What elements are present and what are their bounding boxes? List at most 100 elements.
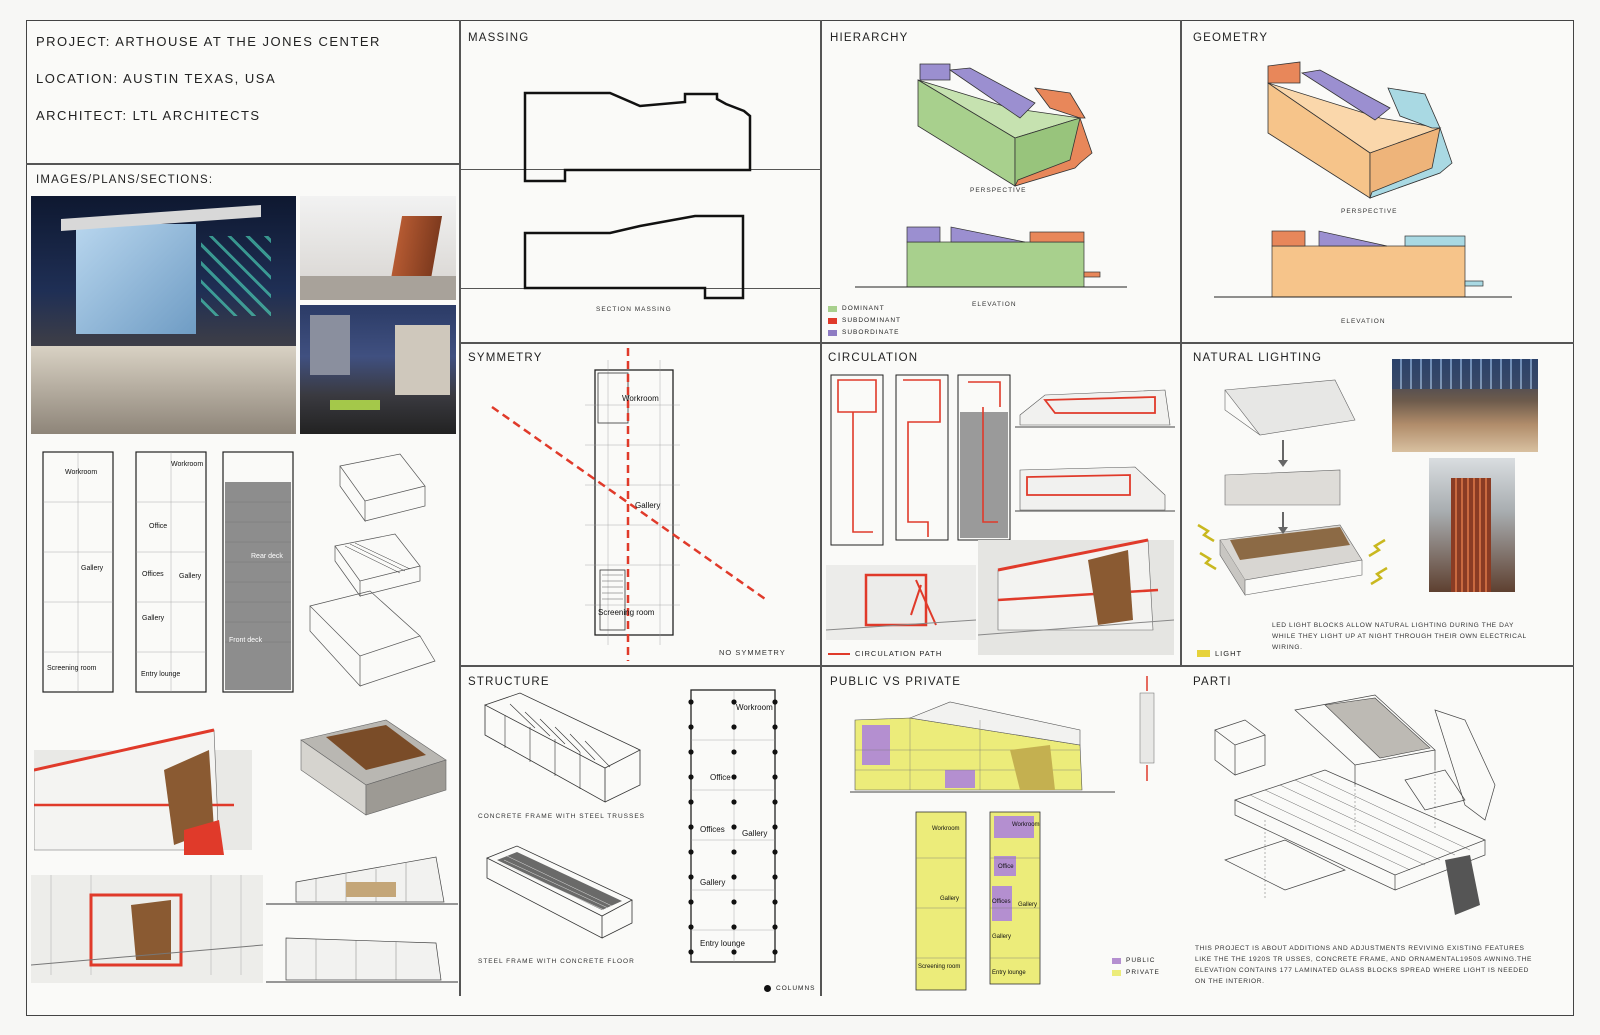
night-facade-photo (31, 196, 296, 434)
structure-axon-steel (486, 845, 633, 939)
column-dot (772, 949, 778, 955)
divider-h2 (459, 665, 1574, 667)
legend-public: PUBLIC (1112, 957, 1155, 964)
hierarchy-perspective (917, 63, 1093, 187)
public-private-mini-section (1139, 676, 1155, 781)
swatch-subdominant (828, 317, 837, 324)
column-dot (772, 874, 778, 880)
column-dot (772, 699, 778, 705)
structure-label-offices: Offices (700, 825, 725, 834)
divider-h1 (459, 342, 1574, 344)
massing-title: MASSING (468, 32, 530, 44)
column-dot (688, 924, 694, 930)
plan-label-offices-2: Offices (142, 571, 164, 578)
pp-label-gallery-2b: Gallery (992, 934, 1011, 940)
section-drawing-2 (266, 937, 458, 983)
symmetry-caption: NO SYMMETRY (719, 648, 786, 657)
geometry-perspective-caption: PERSPECTIVE (1341, 208, 1398, 215)
plan-label-screening-1: Screening room (47, 665, 97, 672)
symmetry-label-gallery: Gallery (635, 501, 660, 510)
massing-caption: SECTION MASSING (596, 306, 672, 313)
column-dot (688, 749, 694, 755)
swatch-private (1112, 969, 1121, 976)
pp-label-workroom-2: Workroom (1012, 822, 1040, 828)
structure-title: STRUCTURE (468, 676, 550, 688)
column-dot (772, 749, 778, 755)
pp-label-workroom-1: Workroom (932, 826, 960, 832)
column-dot (731, 924, 737, 930)
section-perspective-2 (31, 875, 263, 983)
divider-h-title (26, 163, 460, 165)
lighting-diagram (1197, 379, 1388, 597)
plan-label-gallery-2: Gallery (179, 573, 202, 580)
column-dot (688, 724, 694, 730)
axonometric-sketches (309, 453, 436, 687)
hierarchy-perspective-caption: PERSPECTIVE (970, 187, 1027, 194)
circulation-section-a (1015, 389, 1175, 428)
circulation-perspective-large (978, 538, 1174, 655)
column-dot (688, 824, 694, 830)
column-dot (688, 849, 694, 855)
circulation-line-swatch (828, 652, 850, 655)
plan-label-front-deck: Front deck (229, 637, 263, 644)
pp-label-screening-1: Screening room (918, 964, 960, 970)
project-architect: ARCHITECT: LTL ARCHITECTS (36, 108, 261, 123)
column-dot (731, 849, 737, 855)
column-dot (731, 949, 737, 955)
plan-label-rear-deck: Rear deck (251, 553, 283, 560)
column-dot-swatch (764, 985, 771, 992)
rooftop-deck-photo (300, 305, 456, 434)
massing-section-bottom (523, 214, 745, 300)
column-dot (731, 874, 737, 880)
structure-caption-concrete: CONCRETE FRAME WITH STEEL TRUSSES (478, 813, 645, 820)
swatch-dominant (828, 305, 837, 312)
column-dot (731, 799, 737, 805)
pp-label-office-2: Office (998, 864, 1014, 870)
lighting-interior-photo-1 (1392, 359, 1538, 452)
circulation-title: CIRCULATION (828, 352, 919, 364)
column-dot (772, 724, 778, 730)
geometry-elevation (1214, 230, 1512, 298)
circulation-section-b (1015, 466, 1175, 512)
circulation-plans (830, 374, 1011, 546)
divider-v1 (459, 20, 461, 996)
structure-label-gallery: Gallery (742, 829, 767, 838)
symmetry-plan: Workroom Gallery Screening room (491, 348, 769, 661)
pp-label-entry-2: Entry lounge (992, 970, 1026, 976)
column-dot (731, 774, 737, 780)
public-private-title: PUBLIC VS PRIVATE (830, 676, 962, 688)
section-drawing-1 (266, 856, 458, 905)
structure-columns (688, 699, 778, 955)
column-dot (731, 824, 737, 830)
legend-dominant: DOMINANT (828, 305, 885, 312)
parti-exploded-axon (1214, 694, 1496, 915)
symmetry-label-screening: Screening room (598, 608, 655, 617)
pp-label-offices-2: Offices (992, 899, 1011, 905)
plan-label-office-2: Office (149, 523, 167, 530)
symmetry-label-workroom: Workroom (622, 394, 659, 403)
images-panel-title: IMAGES/PLANS/SECTIONS: (36, 174, 214, 186)
column-dot (688, 899, 694, 905)
structure-label-workroom: Workroom (736, 703, 773, 712)
structure-label-office: Office (710, 773, 731, 782)
column-dot (772, 924, 778, 930)
massing-section-top (523, 91, 752, 183)
column-dot (688, 699, 694, 705)
project-info: PROJECT: ARTHOUSE AT THE JONES CENTER LO… (36, 34, 456, 145)
hierarchy-title: HIERARCHY (830, 32, 909, 44)
column-dot (772, 899, 778, 905)
structure-axon-concrete (483, 692, 641, 803)
legend-subdominant: SUBDOMINANT (828, 317, 901, 324)
swatch-public (1112, 957, 1121, 964)
structure-column-plan: Workroom Office Offices Gallery Gallery … (688, 689, 778, 963)
hierarchy-elevation-caption: ELEVATION (972, 301, 1017, 308)
lighting-description: LED LIGHT BLOCKS ALLOW NATURAL LIGHTING … (1272, 622, 1527, 651)
plan-label-workroom-2: Workroom (171, 461, 203, 468)
symmetry-title: SYMMETRY (468, 352, 543, 364)
project-location: LOCATION: AUSTIN TEXAS, USA (36, 71, 277, 86)
column-dot (688, 874, 694, 880)
structure-label-entry: Entry lounge (700, 939, 745, 948)
plan-label-gallery-1: Gallery (81, 565, 104, 572)
plan-label-workroom-1: Workroom (65, 469, 97, 476)
column-dot (731, 724, 737, 730)
